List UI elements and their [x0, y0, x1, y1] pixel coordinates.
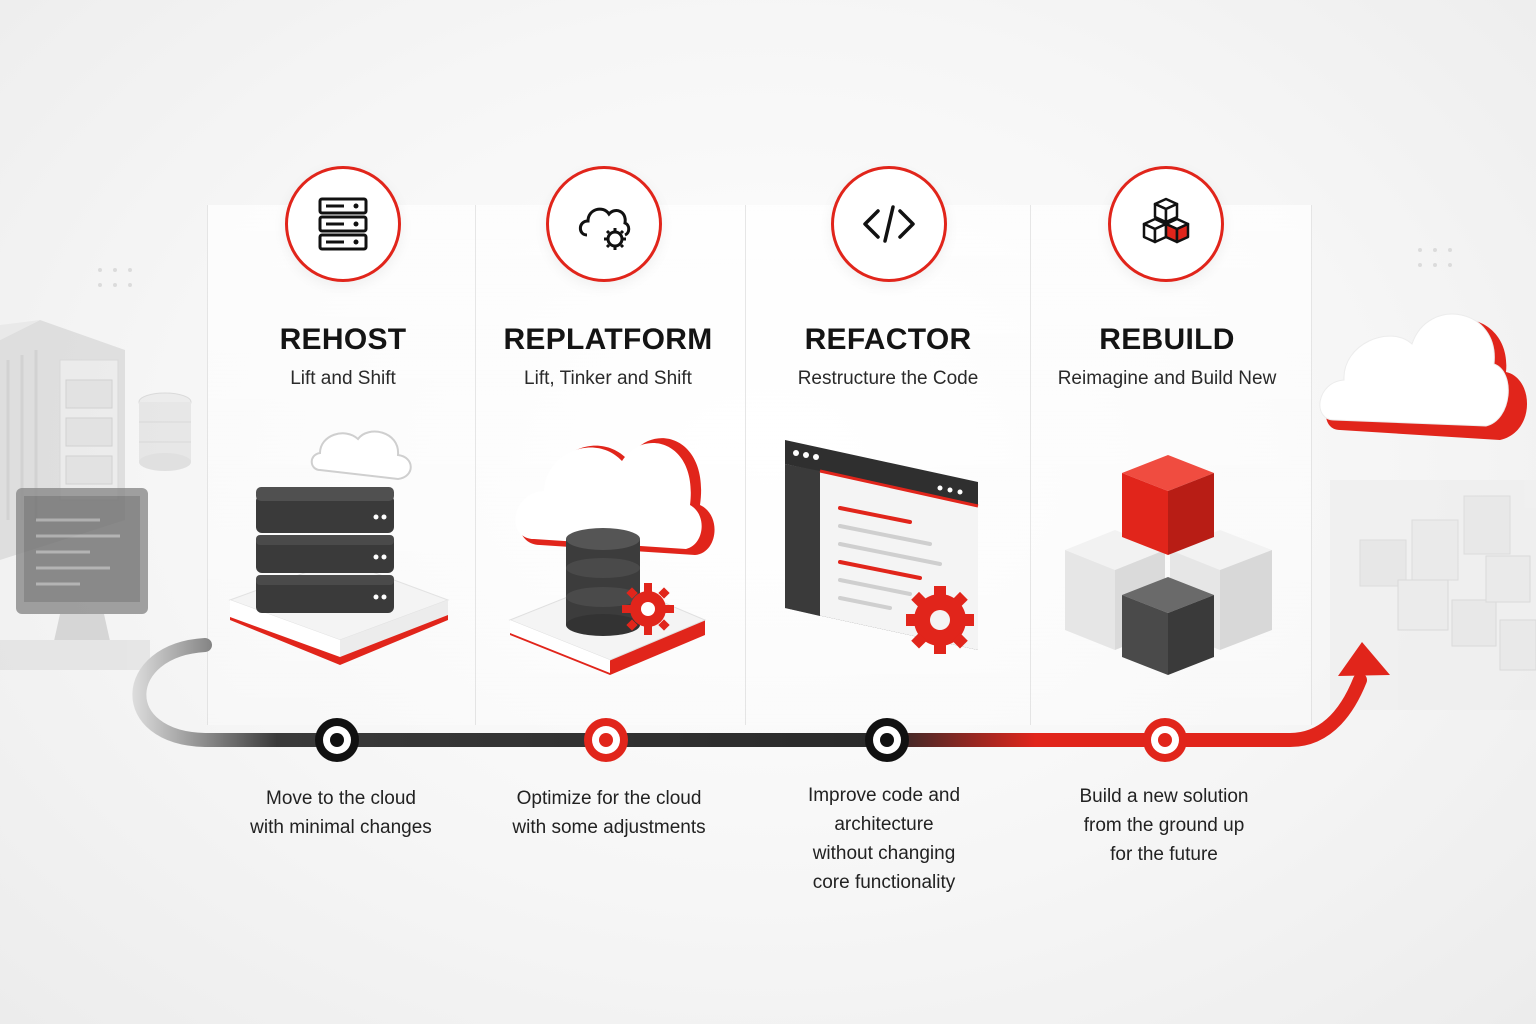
monitor-icon	[0, 488, 150, 670]
description-line: core functionality	[812, 872, 956, 893]
stage-icon-badge-rebuild	[1108, 166, 1224, 282]
timeline-node-replatform	[584, 718, 628, 762]
stage-icon-badge-refactor	[831, 166, 947, 282]
server-rack-icon	[318, 197, 368, 251]
red-gear-icon	[906, 586, 974, 654]
building-blocks-illustration	[1065, 455, 1272, 675]
big-red-cloud-icon	[1319, 313, 1528, 440]
stage-title-rehost: REHOST	[279, 323, 407, 356]
timeline-node-rehost	[315, 718, 359, 762]
description-line: with minimal changes	[250, 817, 432, 838]
stage-subtitle-rehost: Lift and Shift	[290, 368, 396, 389]
description-line: Improve code and	[807, 785, 961, 806]
code-brackets-icon	[863, 205, 915, 243]
description-line: without changing	[812, 843, 956, 864]
description-line: for the future	[1110, 844, 1218, 865]
stage-subtitle-replatform: Lift, Tinker and Shift	[524, 368, 692, 389]
stage-description-refactor: Improve code and architecture without ch…	[744, 781, 1024, 897]
stage-title-replatform: REPLATFORM	[503, 323, 713, 356]
timeline-arrowhead-icon	[1338, 642, 1390, 676]
cubes-icon	[1142, 197, 1190, 244]
database-cylinder-icon	[138, 392, 192, 471]
stage-description-rehost: Move to the cloud with minimal changes	[201, 784, 481, 842]
stage-subtitle-rebuild: Reimagine and Build New	[1057, 368, 1277, 389]
cloud-database-illustration	[508, 438, 715, 675]
description-line: Build a new solution	[1079, 786, 1249, 807]
stage-title-rebuild: REBUILD	[1099, 323, 1235, 356]
code-window-illustration	[785, 440, 979, 654]
description-line: from the ground up	[1083, 815, 1245, 836]
description-line: architecture	[834, 814, 934, 835]
stage-description-rebuild: Build a new solution from the ground up …	[1024, 782, 1304, 869]
description-line: Optimize for the cloud	[516, 788, 702, 809]
description-line: Move to the cloud	[266, 788, 416, 809]
stage-subtitle-refactor: Restructure the Code	[797, 368, 979, 389]
stage-title-refactor: REFACTOR	[804, 323, 972, 356]
description-line: with some adjustments	[512, 817, 706, 838]
stage-icon-badge-rehost	[285, 166, 401, 282]
stage-icon-badge-replatform	[546, 166, 662, 282]
cloud-gear-icon	[578, 207, 631, 250]
server-stack-illustration	[228, 430, 450, 665]
timeline-node-rebuild	[1143, 718, 1187, 762]
timeline-node-refactor	[865, 718, 909, 762]
stage-description-replatform: Optimize for the cloud with some adjustm…	[469, 784, 749, 842]
